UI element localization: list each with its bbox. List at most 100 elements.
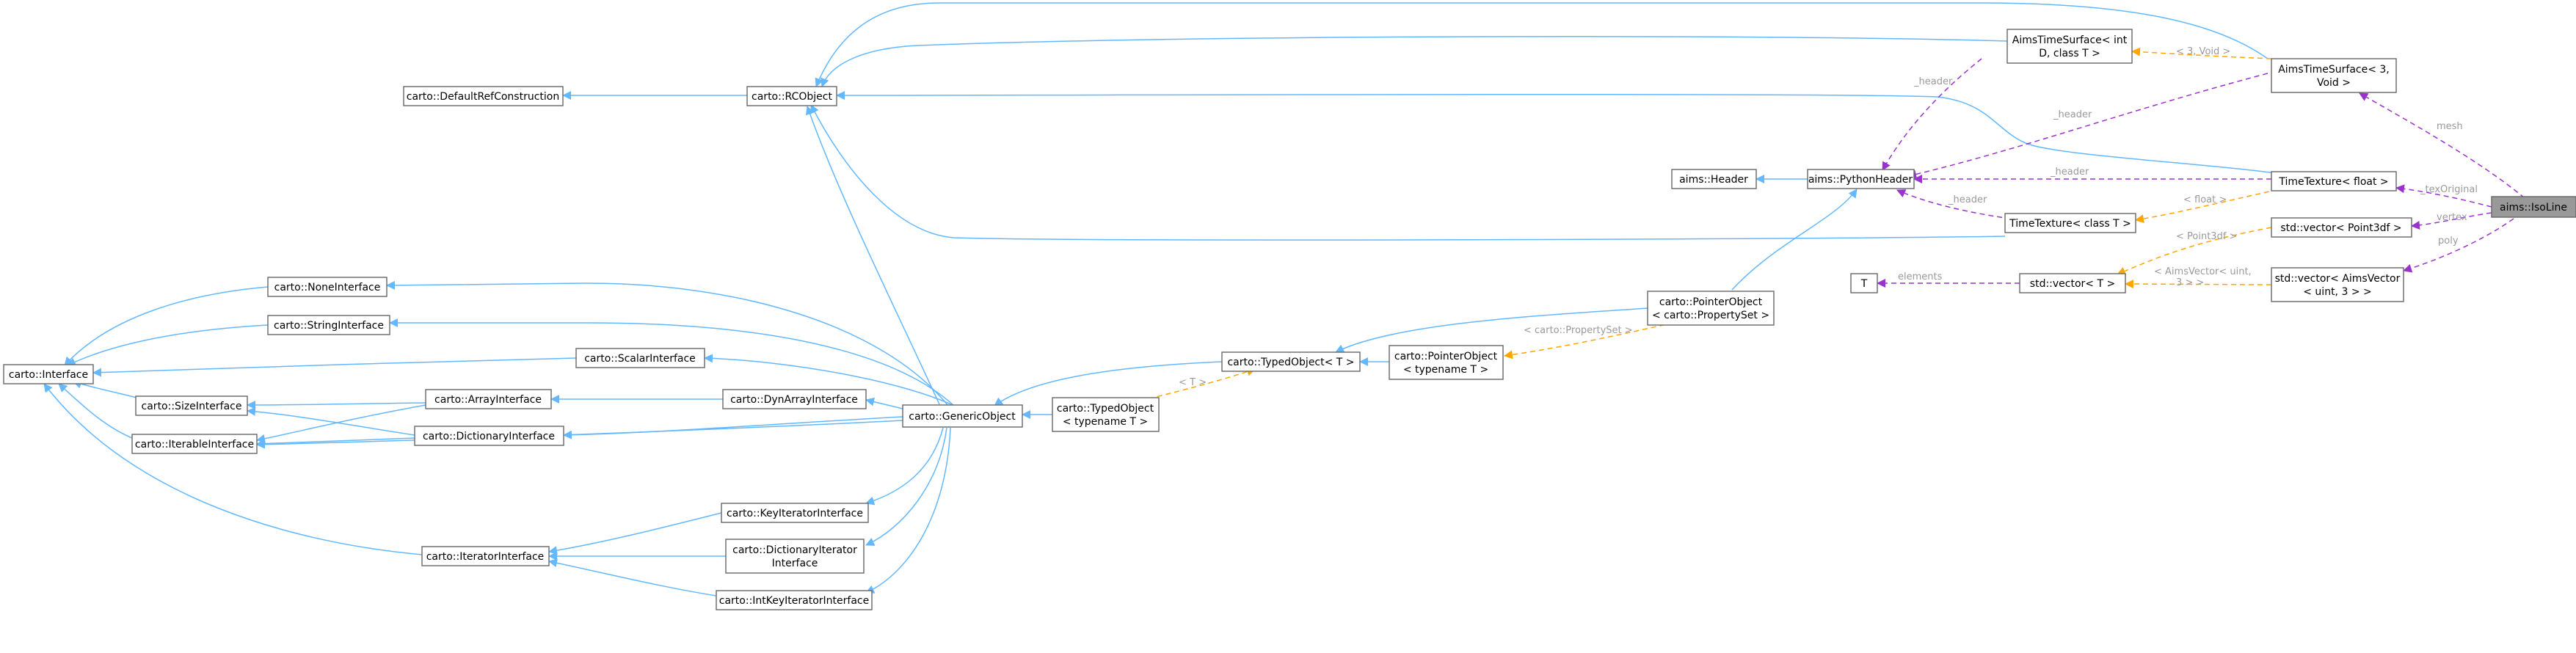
node-iterator-interface[interactable]: carto::IteratorInterface [421,546,550,566]
edge-genericobject-dictionaryiteratorinterface [865,427,947,546]
svg-text:carto::TypedObject< T >: carto::TypedObject< T > [1227,357,1354,368]
svg-text:aims::Header: aims::Header [1679,174,1748,186]
svg-text:T: T [1860,278,1868,290]
node-dyn-array-interface[interactable]: carto::DynArrayInterface [722,389,867,409]
edge-timetexture-float-rcobject [836,90,2276,174]
edge-label-tmpl-3-void: < 3, Void > [2176,46,2230,57]
svg-text:< typename T >: < typename T > [1063,416,1148,428]
node-key-iterator-interface[interactable]: carto::KeyIteratorInterface [721,503,869,523]
svg-text:carto::DictionaryIterator: carto::DictionaryIterator [732,544,857,556]
node-vector-t[interactable]: std::vector< T > [2019,273,2126,293]
nodes-layer: carto::DefaultRefConstruction carto::RCO… [3,29,2576,610]
node-python-header[interactable]: aims::PythonHeader [1807,169,1915,189]
node-interface[interactable]: carto::Interface [3,364,94,384]
node-time-texture-t[interactable]: TimeTexture< class T > [2004,213,2136,233]
edges-layer [43,2,2525,597]
edge-iterableinterface-interface [58,383,133,439]
svg-text:Void >: Void > [2317,77,2351,89]
svg-text:carto::TypedObject: carto::TypedObject [1057,403,1154,415]
svg-text:carto::GenericObject: carto::GenericObject [909,411,1016,423]
edge-pointerobject-ps-pointerobject-t [1504,322,1674,360]
node-vector-aimsvector[interactable]: std::vector< AimsVector < uint, 3 > > [2271,267,2404,302]
edge-genericobject-keyiteratorinterface [865,427,944,506]
edge-noneinterface-interface [64,286,269,366]
edge-genericobject-scalarinterface [704,354,955,406]
edge-iteratorinterface-interface [43,383,423,555]
node-time-texture-float[interactable]: TimeTexture< float > [2271,171,2397,191]
svg-text:carto::IterableInterface: carto::IterableInterface [135,439,254,450]
node-rcobject[interactable]: carto::RCObject [746,86,837,106]
edge-label-tmpl-aimsvector-line-1: < AimsVector< uint, [2154,266,2252,277]
edge-label-tmpl-point3df: < Point3df > [2176,231,2237,242]
edge-isoline-timetexture-float [2395,184,2492,208]
edge-label-poly: poly [2438,236,2459,247]
edge-vector-point3df-vector-t [2117,227,2272,276]
svg-text:AimsTimeSurface< int: AimsTimeSurface< int [2012,34,2128,46]
edge-isoline-vector-aimsvector [2403,218,2514,273]
edge-vector-aimsvector-vector-t [2125,280,2272,289]
node-generic-object[interactable]: carto::GenericObject [902,404,1023,428]
node-size-interface[interactable]: carto::SizeInterface [135,395,248,416]
edge-isoline-aimstimesurface-3 [2359,92,2525,199]
svg-text:carto::IteratorInterface: carto::IteratorInterface [426,551,545,563]
svg-text:TimeTexture< class T >: TimeTexture< class T > [2009,218,2131,230]
node-aims-header[interactable]: aims::Header [1671,169,1757,189]
edge-label-header-3: _header [2050,167,2089,178]
edge-label-vertex: vertex [2437,212,2467,223]
edge-isoline-vector-point3df [2411,212,2492,230]
svg-text:carto::DictionaryInterface: carto::DictionaryInterface [423,431,555,442]
edge-keyiteratorinterface-iteratorinterface [548,512,722,555]
svg-text:carto::DynArrayInterface: carto::DynArrayInterface [730,394,858,406]
node-dictionary-iterator-interface[interactable]: carto::DictionaryIterator Interface [725,539,865,574]
edge-label-tex-original: _texOriginal [2420,184,2478,195]
svg-text:std::vector< T >: std::vector< T > [2030,278,2115,290]
edge-dictionaryinterface-iterableinterface [256,437,415,448]
svg-text:< uint, 3 > >: < uint, 3 > > [2303,286,2371,298]
edge-label-tmpl-t: < T > [1179,377,1207,388]
node-scalar-interface[interactable]: carto::ScalarInterface [575,348,705,368]
node-aims-time-surface-int[interactable]: AimsTimeSurface< int D, class T > [2006,29,2133,64]
node-array-interface[interactable]: carto::ArrayInterface [425,389,552,409]
edge-genericobject-dynarrayinterface [865,397,903,409]
node-string-interface[interactable]: carto::StringInterface [267,315,390,335]
node-iterable-interface[interactable]: carto::IterableInterface [131,434,258,454]
edge-genericobject-noneinterface [386,280,949,406]
edge-aimstimesurface-3-rcobject [815,2,2268,87]
edge-aimstimesurface-int-rcobject [821,36,2008,87]
node-typed-object-typename[interactable]: carto::TypedObject < typename T > [1052,397,1160,432]
node-int-key-iterator-interface[interactable]: carto::IntKeyIteratorInterface [716,590,873,610]
edge-timetexture-t-rcobject [810,104,2006,241]
node-vector-point3df[interactable]: std::vector< Point3df > [2271,217,2412,238]
edge-pointerobject-ps-typedobject [1335,307,1648,353]
node-t[interactable]: T [1850,273,1878,293]
svg-text:Interface: Interface [772,558,818,569]
edge-labels-layer: mesh _texOriginal vertex poly _header _h… [1179,46,2478,388]
edge-arrayinterface-sizeinterface [247,400,426,409]
node-isoline-focus[interactable]: aims::IsoLine [2491,196,2576,218]
edge-label-elements: elements [1898,271,1943,282]
edge-typedobject-genericobject [994,361,1223,406]
node-pointer-object-typename[interactable]: carto::PointerObject < typename T > [1389,345,1504,380]
edge-scalarinterface-interface [92,357,577,377]
edge-label-mesh: mesh [2437,121,2463,132]
svg-text:carto::RCObject: carto::RCObject [752,91,832,103]
svg-text:carto::ScalarInterface: carto::ScalarInterface [584,353,696,365]
edge-aimstimesurface-3-pythonheader [1907,73,2268,179]
node-typed-object-t[interactable]: carto::TypedObject< T > [1221,351,1361,372]
edge-aimstimesurface-int-pythonheader [1882,58,1982,171]
edge-label-tmpl-property-set: < carto::PropertySet > [1524,325,1633,336]
edge-dictionaryinterface-sizeinterface [247,406,415,436]
svg-text:carto::NoneInterface: carto::NoneInterface [274,282,381,293]
node-dictionary-interface[interactable]: carto::DictionaryInterface [414,426,564,446]
node-pointer-object-property-set[interactable]: carto::PointerObject < carto::PropertySe… [1647,291,1775,326]
node-none-interface[interactable]: carto::NoneInterface [267,277,388,297]
node-aims-time-surface-3[interactable]: AimsTimeSurface< 3, Void > [2271,58,2397,93]
node-default-ref-construction[interactable]: carto::DefaultRefConstruction [403,86,564,106]
edge-genericobject-stringinterface [389,318,955,406]
svg-text:aims::IsoLine: aims::IsoLine [2500,202,2567,214]
svg-text:carto::StringInterface: carto::StringInterface [274,320,384,332]
edge-label-tmpl-aimsvector-line-2: 3 > > [2176,277,2204,288]
svg-text:carto::PointerObject: carto::PointerObject [1659,296,1763,308]
svg-text:carto::PointerObject: carto::PointerObject [1394,351,1498,362]
